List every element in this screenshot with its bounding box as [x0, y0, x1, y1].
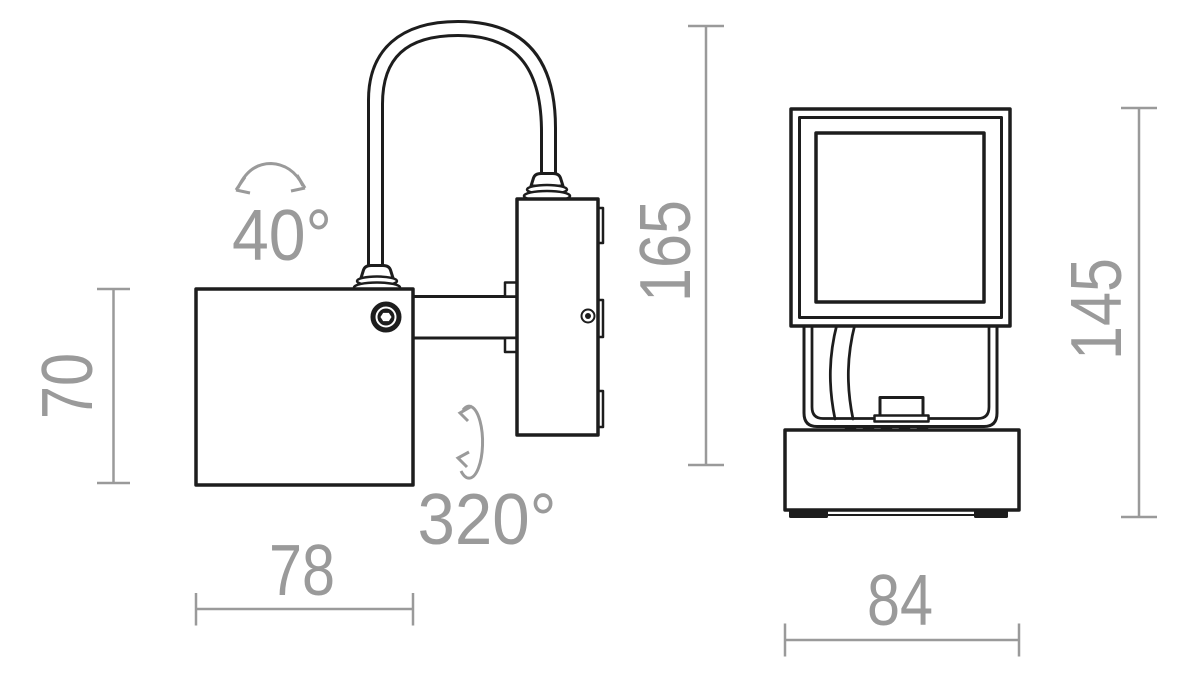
cable-arch	[367, 20, 557, 268]
wallbox-cable-gland	[522, 172, 572, 203]
hex-socket	[377, 310, 395, 324]
swivel-annotation: 320°	[418, 404, 557, 560]
front-view: 165 145 84	[626, 24, 1157, 657]
tilt-arc	[236, 161, 305, 189]
wall-base	[783, 428, 1021, 518]
rotation-arrowhead-top	[457, 404, 473, 423]
yoke-bracket	[802, 320, 999, 430]
wall-box-screw-center	[585, 313, 591, 319]
dim-label-base-width: 84	[867, 561, 933, 641]
dim-front-height: 145	[1057, 106, 1157, 519]
head-gland-dome	[359, 264, 395, 280]
tilt-arc-arrow-icon	[234, 161, 307, 195]
dim-label-head-width: 78	[269, 531, 335, 611]
head-front-outer-frame	[789, 107, 1012, 328]
side-view: 70 78 40° 320°	[28, 20, 605, 626]
head-front-inner-frame	[798, 116, 1003, 319]
dim-base-width: 84	[783, 561, 1021, 657]
arm-flange-bottom	[503, 336, 519, 354]
wallbox-gland-dome	[529, 172, 565, 188]
tilt-arrowhead-left	[234, 176, 251, 195]
wall-box	[515, 197, 605, 437]
hex-screw-outer-ring	[370, 301, 402, 333]
dim-label-front-height: 145	[1057, 258, 1137, 360]
hex-set-screw	[370, 301, 402, 333]
base-foot-left	[789, 510, 828, 518]
bracket-cable-line	[829, 322, 839, 421]
tilt-angle-label: 40°	[232, 196, 332, 276]
lamp-head-side	[194, 287, 415, 487]
cable-arch-outer-line	[367, 20, 557, 268]
tilt-annotation: 40°	[232, 161, 332, 276]
bracket-cable-line	[847, 322, 857, 421]
dim-head-height: 70	[28, 287, 130, 485]
rotation-axis-arrow-icon	[455, 404, 485, 480]
rotation-arrowhead-bottom	[455, 450, 470, 469]
base-foot-right	[974, 510, 1008, 518]
cable-arch-inner-line	[381, 34, 543, 268]
lamp-head-front	[789, 107, 1012, 328]
dim-head-width: 78	[194, 531, 415, 626]
mounting-arm	[411, 295, 519, 340]
head-front-lens	[814, 131, 986, 304]
swivel-angle-label: 320°	[418, 480, 557, 560]
dim-label-head-height: 70	[28, 353, 108, 419]
bracket-outer	[802, 322, 999, 428]
tilt-arrowhead-right	[290, 174, 307, 193]
base-body	[783, 428, 1021, 512]
dim-overall-height: 165	[626, 24, 724, 467]
pivot-knob-flange	[873, 414, 930, 423]
dim-label-overall-height: 165	[626, 200, 706, 302]
arm-flange-top	[503, 281, 519, 298]
